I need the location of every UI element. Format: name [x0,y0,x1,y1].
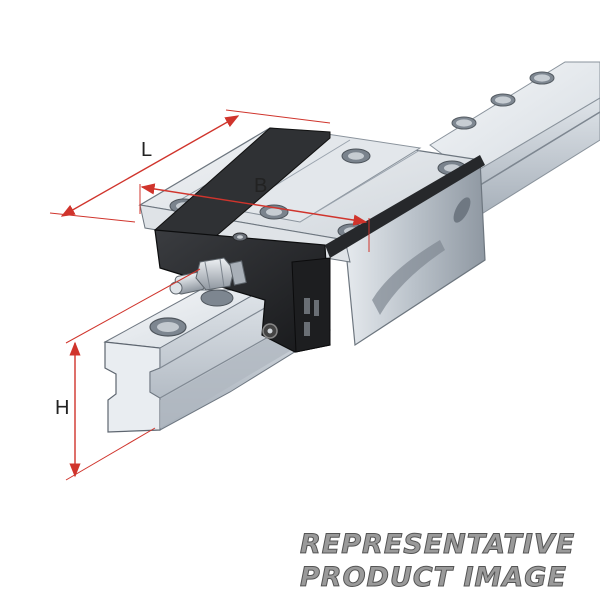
dimension-line-b [140,183,368,226]
dimension-label-h: H [55,397,69,419]
mounting-holes [451,71,555,130]
watermark-line-2: PRODUCT IMAGE [300,562,567,593]
lubrication-nipple [169,257,247,295]
watermark-line-1: REPRESENTATIVE [300,529,576,560]
dimension-line-l [60,115,240,217]
dimension-lines: L B H [49,109,370,481]
dimension-label-b: B [254,175,267,197]
dimension-label-l: L [141,139,152,161]
